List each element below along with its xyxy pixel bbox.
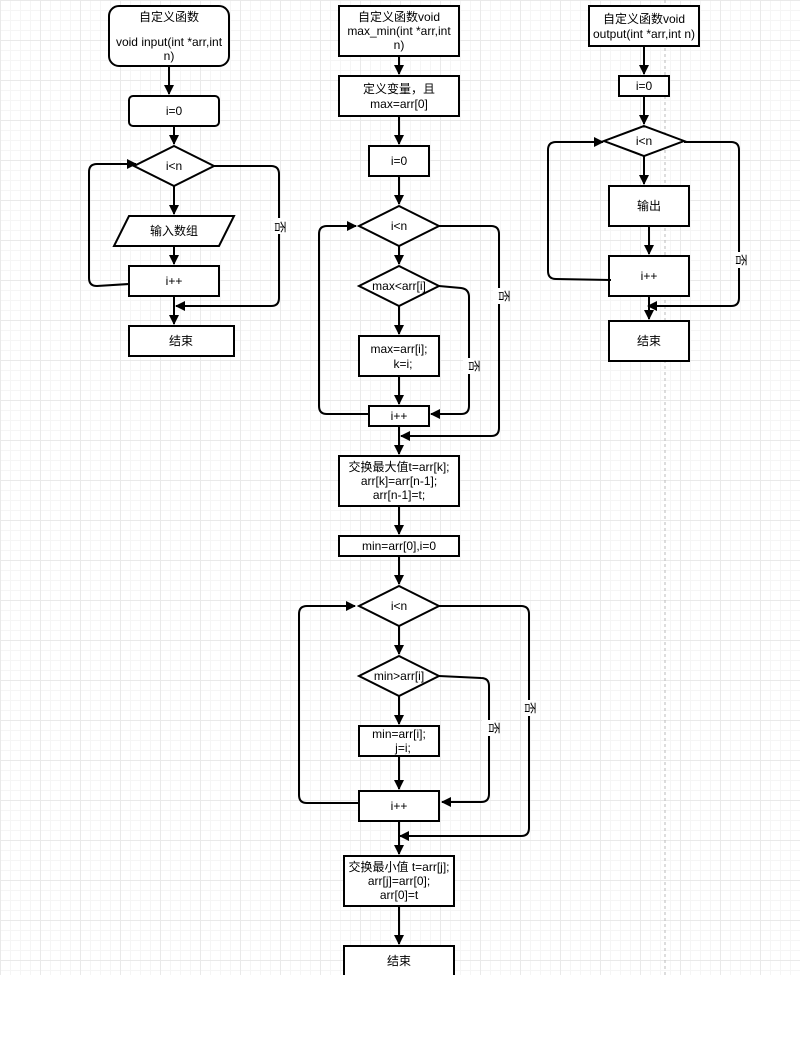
- flow1-no-label: 否: [273, 221, 287, 233]
- flow2-swap-min-node[interactable]: [343, 855, 455, 907]
- flow1-init-label: i=0: [166, 104, 183, 118]
- flow2-condition1-label: i<n: [391, 219, 407, 233]
- flow3-no-label: 否: [734, 254, 748, 266]
- flow2-no-label-inner2: 否: [487, 722, 501, 734]
- flow3-end-node[interactable]: [608, 320, 690, 362]
- flow2-no4-bg: [482, 720, 496, 736]
- flow2-increment1-label: i++: [391, 409, 408, 423]
- flow2-swap-min-line3: arr[0]=t: [380, 888, 419, 902]
- flow3-start-line1: 自定义函数void: [603, 11, 685, 26]
- flow1-end-node[interactable]: [128, 325, 235, 357]
- flow-output: 自定义函数void output(int *arr,int n) i=0 i<n…: [547, 5, 748, 362]
- flow2-increment2-node[interactable]: [358, 790, 440, 822]
- flow1-input-node[interactable]: [112, 215, 236, 247]
- flow1-edge-cond-no: [175, 165, 280, 311]
- flow2-start-line2: max_min(int *arr,int: [347, 24, 451, 38]
- flow1-input-label: 输入数组: [150, 223, 198, 238]
- flow2-swap-max-line1: 交换最大值t=arr[k];: [348, 459, 449, 474]
- flow2-swap-max-line3: arr[n-1]=t;: [373, 488, 425, 502]
- flow2-compare-max-label: max<arr[i]: [372, 279, 426, 293]
- flow2-assign-max-line2: k=i;: [393, 357, 412, 371]
- flow2-no-label-outer1: 否: [497, 290, 511, 302]
- flow2-init-node[interactable]: [368, 145, 430, 177]
- flow-input: 自定义函数 void input(int *arr,int n) i=0 i<n…: [88, 5, 287, 357]
- flow2-start-line3: n): [394, 38, 405, 52]
- flow3-init-label: i=0: [636, 79, 653, 93]
- flow2-define-line2: max=arr[0]: [370, 97, 428, 111]
- flow1-edge-loop-back: [88, 159, 137, 288]
- flow2-no-label-outer2: 否: [523, 702, 537, 714]
- flow2-define-node[interactable]: [338, 75, 460, 117]
- flow1-start-line2: void input(int *arr,int: [116, 35, 223, 49]
- flow2-end-node[interactable]: [343, 945, 455, 975]
- flow2-edge-cond1-no: [400, 225, 500, 441]
- flow2-compare-min-label: min>arr[i]: [374, 669, 424, 683]
- flow3-end-label: 结束: [637, 334, 661, 348]
- flow2-no-label-inner1: 否: [467, 360, 481, 372]
- flow1-no-label-bg: [273, 218, 287, 234]
- flowchart: 自定义函数 void input(int *arr,int n) i=0 i<n…: [88, 0, 748, 975]
- flow3-condition-label: i<n: [636, 134, 652, 148]
- flow2-swap-max-line2: arr[k]=arr[n-1];: [361, 474, 437, 488]
- flow2-assign-min-line2: j=i;: [394, 741, 411, 755]
- flow2-assign-min-line1: min=arr[i];: [372, 727, 426, 741]
- flow2-end-label: 结束: [387, 954, 411, 968]
- flow2-start-node[interactable]: [338, 5, 460, 57]
- flow2-no1-bg: [493, 288, 507, 304]
- flow2-define-line1: 定义变量，且: [363, 81, 435, 96]
- flow1-start-line3: n): [164, 49, 175, 63]
- flow2-assign-min-node[interactable]: [358, 725, 440, 757]
- flow3-no-bg: [733, 252, 747, 268]
- flow3-output-node[interactable]: [608, 185, 690, 227]
- flow2-no2-bg: [463, 358, 477, 374]
- flow1-condition-label: i<n: [166, 159, 182, 173]
- flow2-edge-cmpmax-no: [430, 285, 470, 419]
- flow1-start-line1: 自定义函数: [139, 9, 199, 24]
- flow2-swap-min-line1: 交换最小值 t=arr[j];: [348, 859, 449, 874]
- flow3-increment-label: i++: [641, 269, 658, 283]
- flow3-start-line2: output(int *arr,int n): [593, 27, 695, 41]
- diagram-canvas: 自定义函数 void input(int *arr,int n) i=0 i<n…: [0, 0, 800, 975]
- flow1-end-label: 结束: [169, 334, 193, 348]
- flow2-assign-max-line1: max=arr[i];: [370, 342, 427, 356]
- flow1-increment-label: i++: [166, 274, 183, 288]
- flow3-increment-node[interactable]: [608, 255, 690, 297]
- flow2-edge-cmpmin-no: [438, 675, 490, 807]
- flow2-edge-cond2-no: [399, 605, 530, 841]
- flow3-edge-cond-no: [647, 141, 740, 311]
- flow2-edge-loop2-back: [298, 601, 359, 804]
- flow2-no3-bg: [522, 700, 536, 716]
- flow2-increment2-label: i++: [391, 799, 408, 813]
- flow2-init-label: i=0: [391, 154, 408, 168]
- flow3-output-label: 输出: [637, 198, 661, 213]
- flow2-edge-loop1-back: [318, 221, 369, 415]
- flow-max-min: 自定义函数void max_min(int *arr,int n) 定义变量，且…: [298, 5, 537, 975]
- flow2-swap-min-line2: arr[j]=arr[0];: [368, 874, 430, 888]
- flow2-min-init-label: min=arr[0],i=0: [362, 539, 436, 553]
- flow2-start-line1: 自定义函数void: [358, 9, 440, 24]
- flow3-edge-loop-back: [547, 137, 612, 281]
- flow2-condition2-label: i<n: [391, 599, 407, 613]
